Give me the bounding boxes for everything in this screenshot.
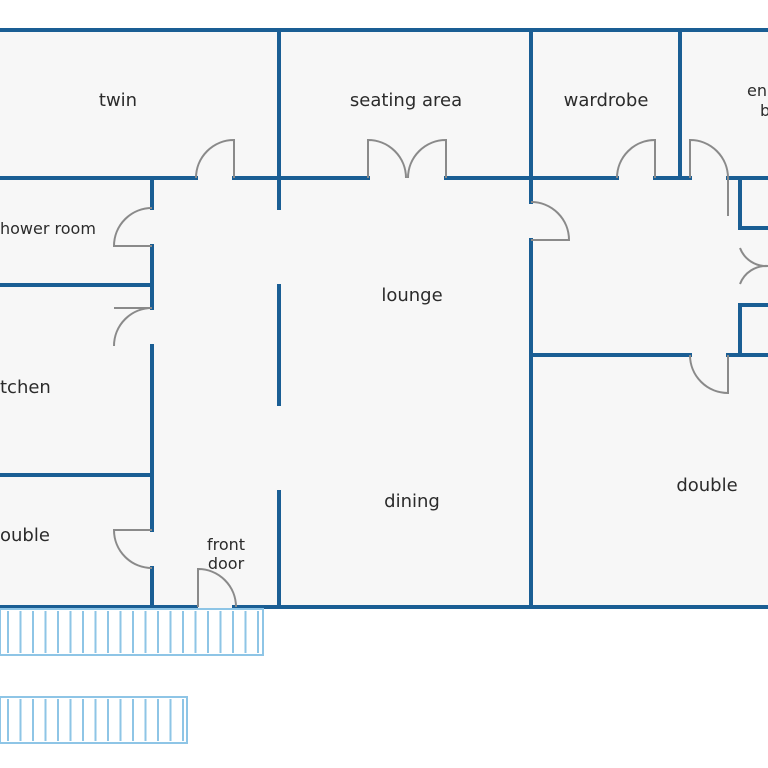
room-label-kitchen: tchen <box>0 377 51 398</box>
walls <box>0 28 768 609</box>
door-shower[interactable] <box>112 207 153 247</box>
door-double-right[interactable] <box>689 354 729 395</box>
floor-area <box>0 30 768 607</box>
door-double-left[interactable] <box>112 529 153 569</box>
room-label-shower-room: hower room <box>0 219 96 238</box>
door-lounge-right[interactable] <box>530 201 571 241</box>
doors <box>112 138 768 608</box>
room-label-ensuite-line1: en <box>747 81 767 100</box>
stairs-upper <box>0 608 264 656</box>
stairs-upper-treads <box>7 611 259 653</box>
front-door-label-line1: front <box>207 535 245 554</box>
stairs-lower-frame <box>0 696 188 744</box>
stairs-lower <box>0 696 188 744</box>
stairs-lower-treads <box>7 699 184 741</box>
room-label-wardrobe: wardrobe <box>564 90 649 111</box>
room-label-lounge: lounge <box>381 285 442 306</box>
door-twin[interactable] <box>195 138 235 179</box>
door-wardrobe[interactable] <box>616 138 656 179</box>
door-front[interactable] <box>197 567 237 608</box>
door-seating-right[interactable] <box>407 138 447 179</box>
door-ensuite-inner[interactable] <box>739 247 768 285</box>
room-label-twin: twin <box>99 90 137 111</box>
stairs-upper-frame <box>0 608 264 656</box>
room-label-double-left: ouble <box>0 525 50 546</box>
front-door-label-line2: door <box>208 554 245 573</box>
door-kitchen[interactable] <box>113 307 153 347</box>
room-label-dining: dining <box>384 491 440 512</box>
room-label-seating-area: seating area <box>350 90 462 111</box>
door-seating-left[interactable] <box>367 138 407 179</box>
room-label-double-right: double <box>676 475 737 496</box>
room-label-ensuite-line2: b <box>760 101 768 120</box>
door-ensuite[interactable] <box>689 138 729 179</box>
